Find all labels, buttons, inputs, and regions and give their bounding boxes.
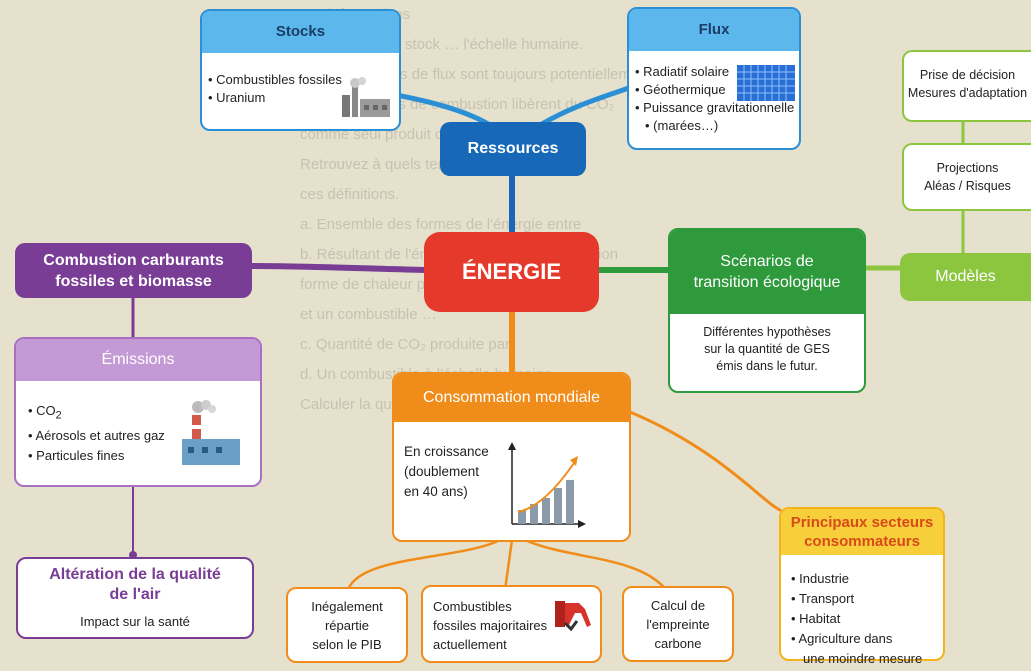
combustion-title-line: Combustion carburants [43, 251, 224, 269]
emissions-title: Émissions [16, 339, 260, 381]
scenarios-title: Scénarios de transition écologique [670, 230, 864, 314]
projections-box: Projections Aléas / Risques [902, 143, 1031, 211]
flux-item: Radiatif solaire [635, 63, 799, 81]
inegalement-node: Inégalement répartie selon le PIB [286, 587, 408, 663]
inegalement-line: selon le PIB [312, 637, 382, 652]
secteurs-item: Industrie [791, 569, 943, 589]
combmaj-line: fossiles majoritaires [433, 618, 548, 633]
secteurs-title-line: Principaux secteurs [790, 514, 934, 531]
flux-box: Flux Radiatif solaire Géothermique Puiss… [627, 7, 801, 150]
co2-text: CO [36, 403, 56, 418]
flux-item: Géothermique [635, 81, 799, 99]
inegalement-box: Inégalement répartie selon le PIB [286, 587, 408, 663]
stocks-node: Stocks Combustibles fossiles Uranium [200, 9, 401, 131]
connector-combmaj [503, 538, 514, 592]
secteurs-item: Transport [791, 589, 943, 609]
combustibles-majoritaires-box: Combustibles fossiles majoritaires actue… [421, 585, 602, 663]
stocks-item: Uranium [208, 89, 399, 107]
flux-item-note: (marées…) [653, 118, 719, 133]
connector-secteurs [628, 410, 782, 512]
decision-node: Prise de décision Mesures d'adaptation [902, 50, 1031, 122]
calcul-line: Calcul de [650, 598, 706, 613]
alteration-title-line: Altération de la qualité [49, 566, 221, 583]
calcul-line: carbone [654, 636, 702, 651]
combustion-node: Combustion carburants fossiles et biomas… [15, 243, 252, 298]
consommation-title: Consommation mondiale [394, 374, 629, 422]
calcul-empreinte-box: Calcul de l'empreinte carbone [622, 586, 734, 662]
scenarios-node: Scénarios de transition écologique Diffé… [668, 228, 866, 393]
connector-ineg [346, 538, 502, 592]
modeles-node: Modèles [900, 253, 1031, 301]
solar-panel-icon [737, 65, 795, 101]
bg-line: ces définitions. [300, 186, 400, 203]
alteration-box: Altération de la qualité de l'air Impact… [16, 557, 254, 639]
combustion-title-line: fossiles et biomasse [55, 272, 212, 290]
secteurs-item-continued: une moindre mesure [803, 651, 923, 666]
calcul-line: l'empreinte [646, 617, 710, 632]
decision-box: Prise de décision Mesures d'adaptation [902, 50, 1031, 122]
secteurs-box: Principaux secteurs consommateurs Indust… [779, 507, 945, 666]
consommation-text-line: En croissance [404, 444, 489, 459]
scenarios-text-line: émis dans le futur. [716, 359, 818, 373]
consommation-node: Consommation mondiale En croissance (dou… [392, 372, 631, 542]
emissions-item: Particules fines [28, 446, 260, 466]
emissions-list: CO2 Aérosols et autres gaz Particules fi… [16, 381, 260, 466]
growth-chart-icon [508, 442, 586, 528]
emissions-item: CO2 [28, 401, 260, 426]
consommation-text-line: en 40 ans) [404, 484, 468, 499]
alteration-text: Impact sur la santé [80, 614, 190, 629]
alteration-node: Altération de la qualité de l'air Impact… [16, 557, 254, 639]
factory-icon [342, 77, 390, 117]
ressources-node: Ressources [440, 122, 586, 176]
scenarios-title-line: Scénarios de [720, 253, 814, 270]
scenarios-box: Scénarios de transition écologique Diffé… [668, 228, 866, 393]
inegalement-line: répartie [324, 618, 370, 633]
co2-subscript: 2 [55, 409, 62, 422]
consommation-text-line: (doublement [404, 464, 480, 479]
stocks-box: Stocks Combustibles fossiles Uranium [200, 9, 401, 131]
scenarios-text: Différentes hypothèses sur la quantité d… [670, 314, 864, 375]
polluting-factory-icon [182, 400, 240, 465]
scenarios-text-line: sur la quantité de GES [704, 342, 830, 356]
flux-list: Radiatif solaire Géothermique Puissance … [629, 51, 799, 135]
consommation-text: En croissance (doublement en 40 ans) [394, 422, 629, 502]
projections-line: Projections [936, 161, 999, 175]
secteurs-title: Principaux secteurs consommateurs [781, 509, 943, 555]
calcul-empreinte-node: Calcul de l'empreinte carbone [622, 586, 734, 662]
combmaj-line: actuellement [433, 637, 507, 652]
flux-item: Puissance gravitationnelle [635, 99, 799, 117]
connector-calcul [523, 538, 670, 594]
flux-node: Flux Radiatif solaire Géothermique Puiss… [627, 7, 801, 150]
emissions-item: Aérosols et autres gaz [28, 426, 260, 446]
inegalement-line: Inégalement [311, 599, 383, 614]
fuel-nozzle-icon [555, 601, 591, 632]
consommation-box: Consommation mondiale En croissance (dou… [392, 372, 631, 542]
flux-title: Flux [629, 9, 799, 51]
projections-line: Aléas / Risques [924, 179, 1011, 193]
emissions-node: Émissions CO2 Aérosols et autres gaz Par… [14, 337, 262, 487]
combmaj-line: Combustibles [433, 599, 512, 614]
secteurs-item: Agriculture dans [791, 629, 943, 649]
combustibles-majoritaires-node: Combustibles fossiles majoritaires actue… [421, 585, 602, 663]
secteurs-list: Industrie Transport Habitat Agriculture … [781, 555, 943, 669]
secteurs-item: Habitat [791, 609, 943, 629]
connector-combustion [249, 263, 428, 273]
stocks-item: Combustibles fossiles [208, 71, 399, 89]
stocks-list: Combustibles fossiles Uranium [202, 53, 399, 107]
scenarios-text-line: Différentes hypothèses [703, 325, 831, 339]
emissions-box: Émissions CO2 Aérosols et autres gaz Par… [14, 337, 262, 487]
flux-item-continued: (marées…) [635, 117, 799, 135]
secteurs-title-line: consommateurs [804, 533, 920, 550]
projections-node: Projections Aléas / Risques [902, 143, 1031, 211]
bg-line: et un combustible … [300, 306, 437, 323]
alteration-title-line: de l'air [109, 586, 161, 603]
energie-center-node: ÉNERGIE [424, 232, 599, 312]
scenarios-title-line: transition écologique [693, 274, 841, 291]
bg-line: c. Quantité de CO₂ produite par [300, 336, 511, 353]
decision-line: Prise de décision [919, 68, 1016, 82]
secteurs-node: Principaux secteurs consommateurs Indust… [779, 507, 945, 666]
decision-line: Mesures d'adaptation [907, 86, 1028, 100]
stocks-title: Stocks [202, 11, 399, 53]
